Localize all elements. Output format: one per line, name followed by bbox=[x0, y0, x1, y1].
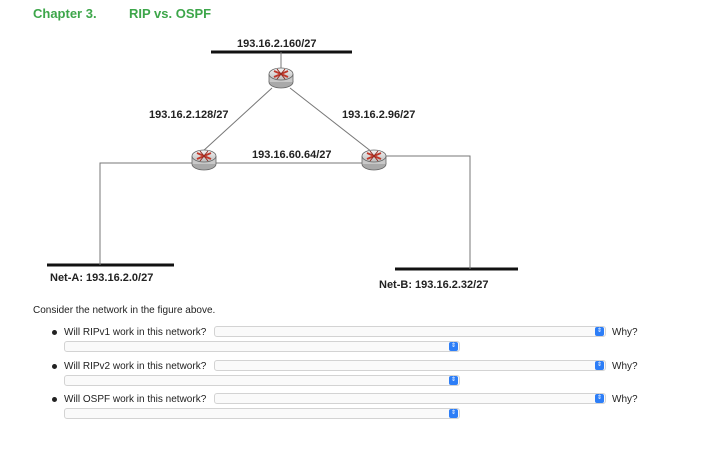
select-arrows-icon: ⇕ bbox=[449, 342, 458, 351]
reason-select[interactable]: ⇕ bbox=[64, 341, 460, 352]
question-item: Will OSPF work in this network? ⇕ Why? ⇕ bbox=[40, 393, 716, 428]
label-top-network: 193.16.2.160/27 bbox=[237, 38, 317, 50]
select-arrows-icon: ⇕ bbox=[595, 361, 604, 370]
select-arrows-icon: ⇕ bbox=[449, 409, 458, 418]
answer-select[interactable]: ⇕ bbox=[214, 393, 606, 404]
bullet-icon bbox=[52, 364, 57, 369]
link-top-right bbox=[289, 87, 373, 153]
reason-select[interactable]: ⇕ bbox=[64, 375, 460, 386]
label-net-b: Net-B: 193.16.2.32/27 bbox=[379, 279, 488, 291]
select-arrows-icon: ⇕ bbox=[449, 376, 458, 385]
router-icon bbox=[361, 149, 387, 171]
why-label: Why? bbox=[612, 327, 638, 338]
link-top-left bbox=[201, 87, 273, 153]
link-right-net-b bbox=[386, 155, 471, 269]
question-prompt: Consider the network in the figure above… bbox=[33, 305, 216, 316]
router-icon bbox=[191, 149, 217, 171]
network-diagram: 193.16.2.160/27 193.16.2.128/27 193.16.2… bbox=[47, 38, 518, 291]
question-text: Will RIPv2 work in this network? bbox=[64, 361, 207, 372]
why-label: Why? bbox=[612, 394, 638, 405]
label-net-a: Net-A: 193.16.2.0/27 bbox=[50, 272, 153, 284]
link-left-net-a bbox=[99, 162, 192, 265]
answer-select[interactable]: ⇕ bbox=[214, 360, 606, 371]
answer-select[interactable]: ⇕ bbox=[214, 326, 606, 337]
question-item: Will RIPv1 work in this network? ⇕ Why? … bbox=[40, 326, 716, 361]
why-label: Why? bbox=[612, 361, 638, 372]
question-item: Will RIPv2 work in this network? ⇕ Why? … bbox=[40, 360, 716, 395]
question-text: Will RIPv1 work in this network? bbox=[64, 327, 207, 338]
chapter-title: Chapter 3. bbox=[33, 6, 97, 21]
reason-select[interactable]: ⇕ bbox=[64, 408, 460, 419]
bullet-icon bbox=[52, 397, 57, 402]
chapter-subject: RIP vs. OSPF bbox=[129, 6, 212, 21]
label-middle-link: 193.16.60.64/27 bbox=[252, 149, 332, 161]
select-arrows-icon: ⇕ bbox=[595, 327, 604, 336]
question-text: Will OSPF work in this network? bbox=[64, 394, 207, 405]
select-arrows-icon: ⇕ bbox=[595, 394, 604, 403]
label-left-link: 193.16.2.128/27 bbox=[149, 109, 229, 121]
router-icon bbox=[268, 67, 294, 89]
label-right-link: 193.16.2.96/27 bbox=[342, 109, 415, 121]
bullet-icon bbox=[52, 330, 57, 335]
